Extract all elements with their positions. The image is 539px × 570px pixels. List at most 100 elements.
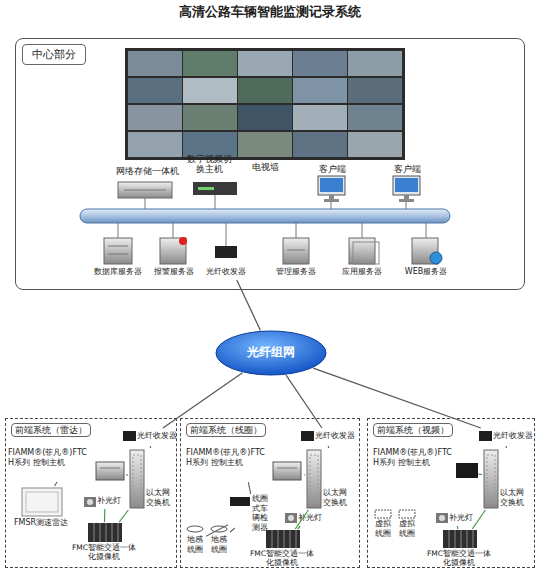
screen-cell: [183, 51, 237, 76]
node-label: 光纤收发器: [315, 431, 356, 440]
device-node: FMSR测速雷达: [10, 486, 72, 532]
camera-icon: [88, 523, 122, 542]
monitor-base: [399, 199, 414, 202]
monitor-icon: [393, 176, 420, 195]
screen-cell: [128, 105, 182, 130]
device-node: 报警服务器: [146, 234, 202, 280]
frontend-loop-icons: [187, 431, 321, 548]
node-label: 光纤收发器: [493, 431, 534, 440]
node-label: 地感线圈: [208, 535, 230, 554]
device-node: FIAMM®(菲凡®)FTC H系列 控制主机: [373, 448, 478, 482]
group-title: 前端系统（视频）: [373, 423, 453, 437]
server-line: [108, 254, 128, 255]
device-node: 补光灯: [434, 512, 480, 526]
server-rack: [353, 242, 379, 264]
screen-cell: [183, 132, 237, 157]
monitor-stand: [329, 195, 334, 199]
connector-line: [55, 482, 57, 486]
network-ellipse: 光纤组网: [215, 330, 327, 376]
group-box: 前端系统（视频）光纤收发器FIAMM®(菲凡®)FTC H系列 控制主机以太网交…: [367, 418, 535, 568]
globe-icon: [430, 252, 442, 264]
device-node: FMC智能交通一体化摄像机: [425, 529, 493, 567]
server-icon: [160, 238, 186, 264]
transceiver-icon: [215, 246, 237, 258]
node-label: 线圈式车辆检测器: [252, 494, 270, 532]
device-node: 虚拟线圈: [372, 508, 394, 544]
node-label: 应用服务器: [334, 267, 390, 277]
connector-line: [248, 482, 250, 494]
switch-icon: [130, 450, 144, 508]
device-node: 网络存储一体机: [105, 166, 190, 202]
light-lens: [288, 515, 294, 521]
screen-cell: [238, 105, 292, 130]
device-node: 以太网交换机: [128, 448, 176, 510]
group-box: 中心部分电视墙网络存储一体机数字视频切换主机客户端客户端数据库服务器报警服务器光…: [15, 38, 525, 290]
screen-cell: [183, 78, 237, 103]
monitor-base: [324, 199, 339, 202]
bus-drop: [215, 195, 216, 209]
screen-cell: [238, 78, 292, 103]
radar-panel: [26, 492, 58, 512]
node-label: 报警服务器: [146, 267, 202, 277]
node-label: 网络存储一体机: [105, 166, 190, 176]
virtual-loop-icon: [375, 510, 391, 518]
device-node: 虚拟线圈: [396, 508, 418, 544]
loop-icon: [211, 526, 227, 532]
device-node: FMC智能交通一体化摄像机: [70, 522, 138, 562]
node-label: 数字视频切换主机: [186, 154, 232, 174]
group-title: 前端系统（雷达）: [11, 423, 91, 437]
node-label: 客户端: [385, 164, 430, 174]
bus-drop: [362, 223, 363, 238]
connector-line: [304, 474, 305, 475]
camera-stripes: [94, 523, 118, 542]
screen-cell: [238, 51, 292, 76]
node-label: FIAMM®(菲凡®)FTC H系列 控制主机: [373, 448, 459, 467]
light-lens: [87, 499, 93, 505]
diagram-title: 高清公路车辆智能监测记录系统: [0, 3, 539, 21]
switch-icon: [307, 450, 321, 508]
connector-line: [104, 509, 106, 522]
connector-line: [286, 375, 322, 428]
monitor-icon: [318, 176, 345, 195]
storage-slot: [124, 190, 166, 191]
connector-line: [506, 446, 507, 448]
server-icon: [104, 238, 132, 264]
monitor-stand: [404, 195, 409, 199]
wall-frame: [125, 48, 405, 160]
server-icon: [283, 238, 309, 264]
node-label: WEB服务器: [398, 267, 454, 277]
bus-drop: [226, 223, 227, 246]
node-label: FIAMM®(菲凡®)FTC H系列 控制主机: [186, 448, 272, 467]
camera-icon: [266, 530, 300, 548]
monitor-screen: [320, 178, 343, 192]
node-label: 管理服务器: [268, 267, 324, 277]
connector-line: [478, 473, 482, 475]
screen-cell: [293, 105, 347, 130]
connector-line: [472, 510, 485, 529]
transceiver-icon: [123, 431, 136, 441]
video-wall: [125, 48, 405, 160]
node-label: 光纤收发器: [200, 267, 252, 277]
node-label: 以太网交换机: [146, 488, 176, 507]
connector-line: [119, 510, 128, 522]
device-node: 以太网交换机: [305, 448, 355, 510]
alarm-lamp: [179, 237, 187, 245]
controller-icon: [96, 462, 124, 480]
monitor-screen: [395, 178, 418, 192]
screen-cell: [238, 132, 292, 157]
switcher-light: [198, 187, 214, 190]
transceiver-icon: [479, 431, 492, 441]
device-node: FMC智能交通一体化摄像机: [248, 529, 316, 567]
camera-stripes: [449, 530, 473, 548]
switch-ports: [310, 455, 318, 503]
node-label: 补光灯: [97, 496, 128, 506]
ring-ellipse: [216, 331, 326, 375]
server-line: [108, 246, 128, 247]
connector-line: [206, 525, 228, 537]
storage-icon: [118, 182, 172, 198]
bus-drop: [173, 223, 174, 238]
switch-ports: [487, 455, 495, 503]
device-node: 应用服务器: [334, 234, 390, 280]
controller-fin: [277, 468, 297, 469]
